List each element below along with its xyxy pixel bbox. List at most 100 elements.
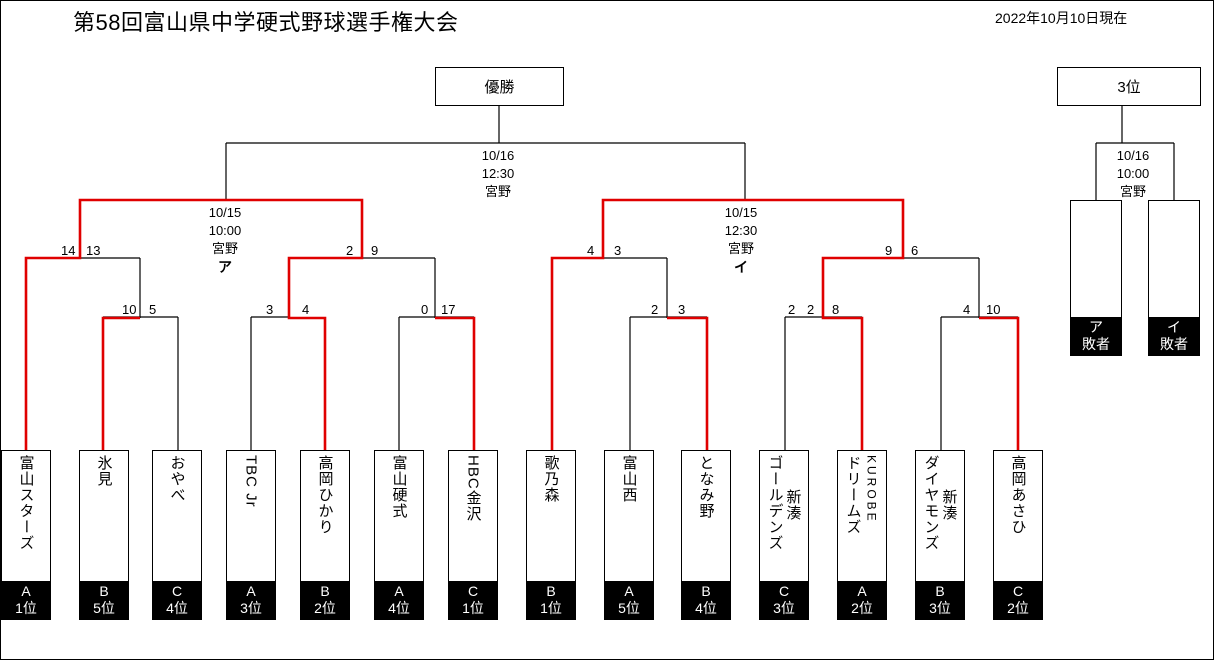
score: 9: [885, 243, 893, 258]
score: 14: [61, 243, 76, 258]
team-group: C: [778, 583, 790, 599]
score: 2: [651, 302, 659, 317]
team-group: A: [246, 583, 256, 599]
team-rank: 4位: [695, 600, 717, 616]
score: 5: [149, 302, 157, 317]
winner-path: [979, 316, 1020, 450]
team-rank: 4位: [388, 600, 410, 616]
semi-a-date: 10/15: [208, 205, 242, 220]
third-place-slot-a: ア敗者: [1070, 200, 1122, 356]
team-rank: 3位: [240, 600, 262, 616]
score: 10: [122, 302, 137, 317]
team-group: A: [21, 583, 31, 599]
champion-box: 優勝: [435, 67, 564, 106]
team-name: TBC Jr: [242, 455, 260, 508]
third-place-slot-i: イ敗者: [1148, 200, 1200, 356]
semi-i-venue: 宮野: [727, 241, 754, 256]
final-time: 12:30: [481, 166, 515, 181]
winner-path: [435, 316, 476, 450]
team-rank: 1位: [462, 600, 484, 616]
team-group: C: [1012, 583, 1024, 599]
team-group: B: [701, 583, 711, 599]
team-group: C: [467, 583, 479, 599]
team-name-line: ドリームズ: [844, 455, 862, 535]
team-rank: 1位: [15, 600, 37, 616]
score: 17: [441, 302, 456, 317]
tournament-title: 第58回富山県中学硬式野球選手権大会: [73, 10, 459, 35]
team-name: 富山西: [620, 455, 638, 503]
score: 8: [832, 302, 840, 317]
team-rank: 2位: [1007, 600, 1029, 616]
team-name: 高岡あさひ: [1009, 455, 1027, 535]
score: 4: [302, 302, 310, 317]
team-name: 氷見: [95, 455, 113, 487]
third-match-info: 10/16 10:00 宮野: [1105, 147, 1161, 201]
winner-path: [667, 316, 709, 450]
team-rank: 2位: [314, 600, 336, 616]
team-name-line: 新湊: [940, 489, 958, 521]
team-name: となみ野: [697, 455, 715, 519]
slot-label: 敗者: [1082, 336, 1110, 352]
semi-a-match-info: 10/15 10:00 宮野 ア: [197, 204, 253, 276]
team-rank: 3位: [929, 600, 951, 616]
third-venue: 宮野: [1119, 184, 1146, 199]
team-group: A: [394, 583, 404, 599]
score: 0: [421, 302, 429, 317]
team-group: A: [624, 583, 634, 599]
score: 2: [807, 302, 815, 317]
team-group: A: [857, 583, 867, 599]
semi-i-tag: イ: [734, 259, 748, 275]
slot-tag: イ: [1167, 319, 1181, 335]
semi-i-date: 10/15: [724, 205, 758, 220]
team-name: 歌乃森: [542, 455, 560, 503]
score: 13: [86, 243, 101, 258]
winner-path: [101, 316, 140, 450]
score: 9: [371, 243, 379, 258]
semi-i-match-info: 10/15 12:30 宮野 イ: [713, 204, 769, 276]
team-name-line: KUROBE: [864, 455, 879, 524]
final-date: 10/16: [481, 148, 515, 163]
team-rank: 1位: [540, 600, 562, 616]
score: 3: [678, 302, 686, 317]
winner-path: [550, 198, 745, 450]
semi-a-tag: ア: [218, 259, 232, 275]
team-rank: 4位: [166, 600, 188, 616]
team-rank: 2位: [851, 600, 873, 616]
slot-tag: ア: [1089, 319, 1103, 335]
score: 4: [587, 243, 595, 258]
third-date: 10/16: [1116, 148, 1150, 163]
semi-a-venue: 宮野: [211, 241, 238, 256]
team-name: 高岡ひかり: [316, 455, 334, 535]
team-name: HBC金沢: [464, 455, 482, 522]
team-name-line: ゴールデンズ: [766, 455, 784, 551]
winner-path: [24, 198, 226, 450]
semi-i-time: 12:30: [724, 223, 758, 238]
third-time: 10:00: [1116, 166, 1150, 181]
as-of-date: 2022年10月10日現在: [995, 10, 1128, 26]
team-rank: 3位: [773, 600, 795, 616]
team-group: B: [546, 583, 556, 599]
team-group: C: [171, 583, 183, 599]
winner-path: [745, 198, 905, 450]
winner-path: [226, 198, 364, 450]
score: 4: [963, 302, 971, 317]
third-place-box: 3位: [1057, 67, 1201, 106]
team-group: B: [320, 583, 330, 599]
team-name: 富山硬式: [390, 455, 408, 519]
final-match-info: 10/16 12:30 宮野: [473, 147, 523, 201]
